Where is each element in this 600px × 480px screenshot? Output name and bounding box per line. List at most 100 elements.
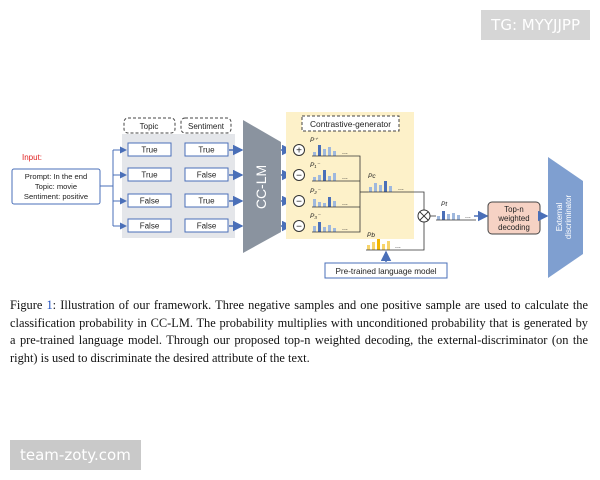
prob-label-positive: P⁺ [310, 137, 318, 144]
prob-label-negative-3: P₃⁻ [310, 213, 321, 220]
cclm-label: CC-LM [253, 165, 269, 209]
pc-bar [374, 183, 377, 192]
p-neg1-bar [323, 170, 326, 181]
discriminator-line-1: External [555, 202, 564, 231]
sign-1: + [296, 146, 302, 157]
contrastive-generator-panel [286, 112, 414, 239]
input-line-topic: Topic: movie [35, 182, 77, 191]
pc-to-multiply-line [408, 191, 425, 210]
p-neg2-bar [328, 197, 331, 207]
sign-2: − [296, 171, 302, 182]
row-3-sentiment: True [198, 197, 215, 206]
p-neg2-bar [318, 202, 321, 207]
p-neg1-bar [333, 173, 336, 181]
sign-3: − [296, 197, 302, 208]
row-3-topic-box [127, 193, 172, 208]
row-1-sentiment-box [184, 142, 229, 157]
ellipsis-3: ... [342, 200, 348, 207]
multiply-icon [417, 209, 431, 223]
cclm-model-block [243, 120, 281, 253]
external-discriminator-block [548, 157, 583, 278]
row-4-topic: False [140, 222, 160, 231]
contrastive-generator-label: Contrastive-generator [310, 119, 391, 129]
row-3-topic: False [140, 197, 160, 206]
minus-sign-icon: − [293, 169, 305, 182]
decoding-line-1: Top-n [504, 205, 524, 214]
p-neg3-bar [323, 227, 326, 232]
topic-header: Topic [140, 122, 159, 131]
pb-label: Pb [367, 232, 375, 239]
figure-caption: Figure 1: Illustration of our framework.… [10, 297, 588, 367]
pc-bar [384, 181, 387, 192]
p-neg3-bar [313, 226, 316, 232]
row-1-topic-box [127, 142, 172, 157]
decoding-line-2: weighted [497, 214, 529, 223]
ellipsis-2: ... [342, 174, 348, 181]
plm-label: Pre-trained language model [335, 267, 436, 276]
probability-distributions [313, 145, 460, 250]
row-2-sentiment-box [184, 167, 229, 182]
p-plus-bar [323, 149, 326, 156]
framework-diagram: Input: Prompt: In the end Topic: movie S… [11, 112, 583, 279]
p-neg3-bar [333, 228, 336, 232]
input-branch-line [100, 150, 114, 226]
ellipsis-4: ... [342, 225, 348, 232]
p-neg3-bar [318, 222, 321, 232]
pb-bar [377, 239, 380, 250]
minus-sign-icon: − [293, 220, 305, 233]
contrastive-generator-label-box [301, 115, 400, 132]
caption-figure-prefix: Figure 1: [10, 298, 57, 312]
pt-bar [452, 213, 455, 220]
pb-bar [367, 245, 370, 250]
p-neg2-bar [333, 201, 336, 207]
p-neg3-bar [328, 225, 331, 232]
prob-label-negative-2: P₂⁻ [310, 188, 321, 195]
row-1-sentiment: True [198, 146, 215, 155]
plus-sign-icon: + [293, 144, 305, 157]
pc-bar [379, 185, 382, 192]
pt-bar [447, 214, 450, 220]
ellipsis-pc: ... [398, 185, 404, 192]
row-2-sentiment: False [197, 171, 217, 180]
minus-sign-icon: − [293, 195, 305, 208]
pt-bar [442, 211, 445, 220]
caption-text: Illustration of our framework. Three neg… [10, 298, 588, 365]
pt-label: Pt [441, 201, 448, 208]
row-4-sentiment: False [197, 222, 217, 231]
row-2-topic-box [127, 167, 172, 182]
decoding-line-3: decoding [498, 223, 530, 232]
watermark-bottom: team-zoty.com [10, 440, 141, 470]
ellipsis-1: ... [342, 149, 348, 156]
pb-bar [387, 241, 390, 250]
row-4-sentiment-box [184, 218, 229, 233]
sign-4: − [296, 222, 302, 233]
p-neg1-bar [313, 177, 316, 181]
pc-label: Pc [368, 173, 376, 180]
row-3-sentiment-box [184, 193, 229, 208]
row-2-topic: True [141, 171, 158, 180]
input-label: Input: [22, 153, 42, 162]
pt-bar [457, 215, 460, 220]
p-neg2-bar [313, 199, 316, 207]
plm-box [324, 262, 448, 279]
p-plus-bar [313, 152, 316, 156]
sentiment-header-box [180, 117, 232, 134]
input-line-sentiment: Sentiment: positive [24, 192, 88, 201]
discriminator-line-2: discriminator [564, 195, 573, 240]
p-plus-bar [328, 147, 331, 156]
pc-bar [369, 187, 372, 192]
pb-to-multiply-line [406, 222, 425, 251]
pt-bar [437, 216, 440, 220]
pc-bar [389, 186, 392, 192]
p-neg1-bar [318, 175, 321, 181]
ellipsis-pt: ... [465, 213, 471, 220]
caption-figure-number[interactable]: 1 [46, 298, 53, 312]
topic-header-box [123, 117, 176, 134]
row-1-topic: True [141, 146, 158, 155]
watermark-top: TG: MYYJJPP [481, 10, 590, 40]
pb-bar [372, 242, 375, 250]
prob-label-negative-1: P₁⁻ [310, 162, 320, 169]
p-neg2-bar [323, 203, 326, 207]
p-plus-bar [318, 145, 321, 156]
